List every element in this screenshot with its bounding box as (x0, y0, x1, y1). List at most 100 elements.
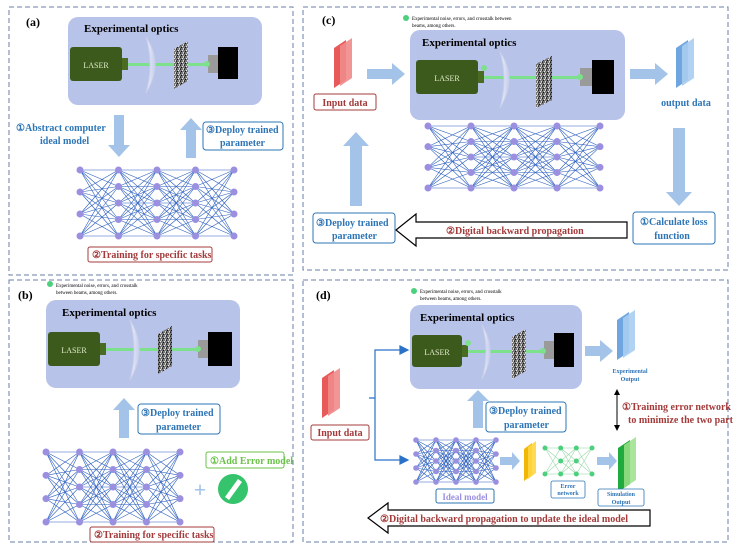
net-node (453, 468, 459, 475)
net-edge (156, 202, 196, 237)
net-edge (45, 486, 80, 499)
net-node (153, 166, 161, 174)
panel-c-noise-line2: beams, among others. (412, 24, 456, 29)
net-edge (556, 125, 601, 142)
panel-d-sim-output-box (597, 488, 645, 507)
panel-a-step2-box (87, 246, 213, 263)
net-node (153, 183, 161, 190)
net-edge (156, 169, 196, 187)
net-edge (79, 186, 119, 193)
panel-c-step1-box (632, 211, 716, 245)
panel-c-optics: Experimental optics LASER (410, 30, 625, 120)
net-edge (118, 169, 158, 237)
optics-box (410, 305, 582, 389)
panel-d-noise-line1: Experimental noise, errors, and crosstal… (420, 290, 502, 295)
net-node (596, 143, 604, 151)
net-node (493, 437, 499, 443)
net-edge (475, 450, 497, 483)
laser-label: LASER (434, 74, 460, 83)
net-edge (427, 125, 472, 147)
net-edge (513, 125, 558, 189)
panel-d-error-net-line2: network (557, 491, 579, 497)
panel-d-input-label: Input data (317, 428, 362, 439)
panel-d-step1-line1: ①Training error network (622, 402, 731, 413)
panel-d-noise-line2: between beams, among others. (420, 297, 482, 302)
net-edge (427, 125, 472, 168)
panel-c-neural-net (424, 122, 604, 192)
lens (129, 319, 140, 381)
net-node (76, 518, 83, 526)
panel-b-label: (b) (18, 288, 33, 302)
net-edge (79, 186, 119, 237)
beam-dot (481, 65, 487, 71)
net-edge (195, 219, 235, 237)
net-node (76, 210, 84, 218)
net-node (76, 166, 84, 174)
panel-c-noise-dot (403, 15, 409, 21)
net-node (115, 166, 122, 174)
net-node (473, 468, 479, 475)
net-edge (45, 498, 80, 505)
net-edge (118, 186, 158, 237)
net-node (424, 163, 432, 171)
panel-d-double-arrow (614, 389, 620, 431)
net-edge (455, 439, 477, 472)
net-edge (415, 450, 437, 483)
net-edge (415, 450, 437, 469)
net-node (413, 479, 419, 485)
net-node (109, 501, 117, 508)
net-node (230, 210, 238, 218)
laser-nozzle (100, 343, 106, 355)
net-edge (195, 169, 235, 237)
net-edge (195, 186, 235, 215)
net-node (473, 458, 479, 464)
net-node (558, 445, 564, 451)
net-node (176, 518, 184, 526)
net-edge (79, 191, 119, 237)
net-node (153, 199, 161, 207)
net-edge (475, 460, 497, 469)
net-node (76, 483, 83, 491)
net-edge (79, 169, 119, 215)
net-edge (470, 125, 515, 173)
net-edge (427, 146, 472, 158)
net-edge (556, 141, 601, 168)
panel-a-arrow-down (108, 115, 130, 157)
net-edge (79, 169, 119, 204)
panel-c-output-label: output data (661, 98, 711, 109)
panel-b-step2-box (89, 526, 215, 543)
net-node (473, 437, 479, 443)
net-edge (79, 213, 119, 220)
net-edge (112, 469, 147, 523)
net-edge (146, 504, 181, 523)
net-node (115, 216, 122, 223)
net-node (424, 122, 432, 130)
net-node (424, 143, 432, 151)
net-edge (556, 125, 601, 147)
net-edge (415, 439, 437, 462)
net-edge (79, 169, 119, 193)
panel-b-arrow-up (113, 398, 135, 438)
panel-d-noise-dot (411, 288, 417, 294)
net-edge (556, 146, 601, 158)
laser-nozzle (122, 58, 128, 70)
net-node (109, 466, 117, 473)
net-node (143, 518, 150, 526)
net-edge (470, 125, 515, 189)
net-edge (415, 439, 437, 451)
net-edge (560, 460, 577, 475)
panel-c-step1-line1: ①Calculate loss (640, 217, 708, 228)
panel-d-ideal-net (413, 437, 499, 485)
net-edge (146, 486, 181, 523)
net-node (109, 483, 117, 491)
net-node (192, 232, 199, 240)
net-node (143, 448, 150, 456)
net-edge (556, 146, 601, 173)
net-node (542, 445, 548, 451)
net-edge (475, 460, 497, 483)
net-edge (79, 451, 114, 505)
beam-dot (204, 61, 210, 67)
net-node (76, 188, 84, 196)
panel-b-plus: + (194, 477, 207, 502)
net-edge (146, 486, 181, 499)
